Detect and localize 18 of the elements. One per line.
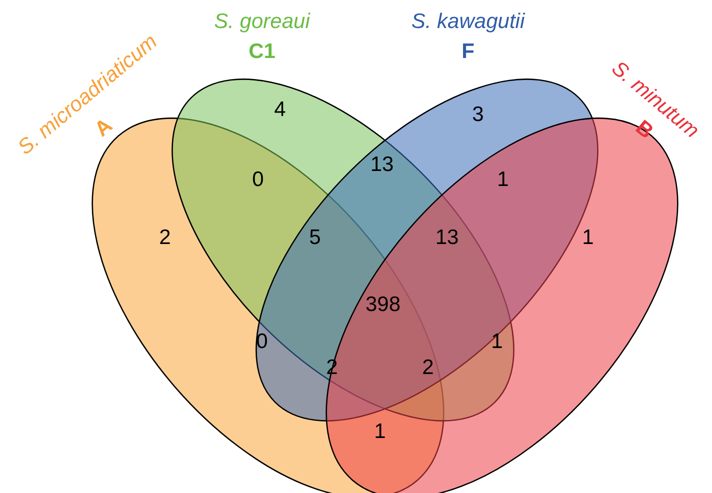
region-count: 1 (497, 168, 509, 192)
region-count: 5 (309, 226, 321, 250)
region-count: 1 (374, 420, 386, 444)
region-count: 0 (252, 168, 264, 192)
region-count: 3 (472, 103, 484, 127)
region-count: 1 (582, 226, 594, 250)
region-count: 2 (159, 226, 171, 250)
set-name: S. goreaui (214, 10, 310, 34)
set-code: F (462, 40, 474, 64)
set-code: C1 (248, 40, 276, 64)
region-count: 0 (256, 330, 268, 354)
set-name: S. kawagutii (411, 10, 525, 34)
region-count: 1 (491, 330, 503, 354)
region-count: 398 (365, 293, 401, 317)
region-count: 13 (435, 226, 459, 250)
region-count: 2 (422, 356, 434, 380)
region-count: 4 (274, 98, 286, 122)
region-count: 13 (370, 153, 394, 177)
